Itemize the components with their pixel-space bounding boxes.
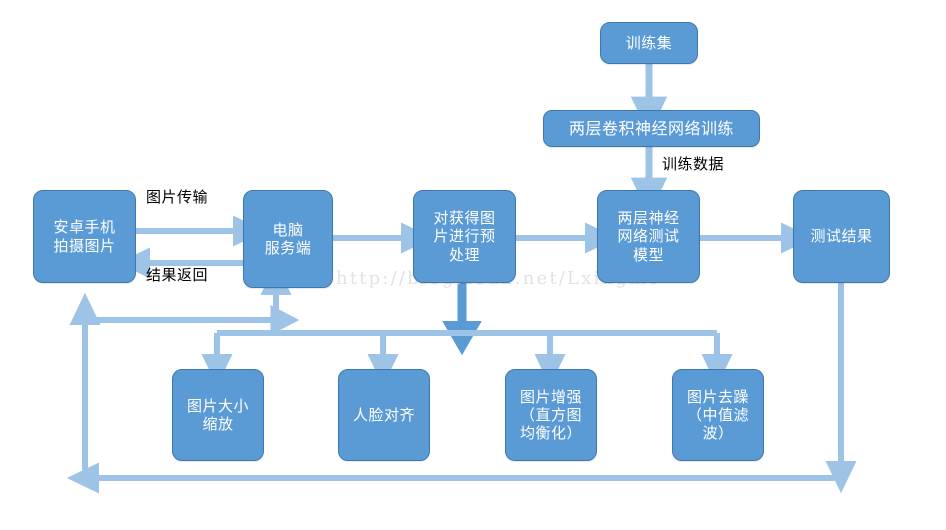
node-preprocess-line3: 处理 xyxy=(448,245,480,264)
node-image-denoise-line3: 波） xyxy=(702,424,734,443)
node-face-align[interactable]: 人脸对齐 xyxy=(338,369,430,461)
node-image-resize-line2: 缩放 xyxy=(202,415,234,433)
node-pc-server-label: 电脑 服务端 xyxy=(261,221,316,258)
node-image-denoise[interactable]: 图片去躁 （中值滤 波） xyxy=(672,369,764,461)
node-image-resize-line1: 图片大小 xyxy=(186,396,249,415)
node-test-result-label: 测试结果 xyxy=(810,227,873,246)
node-preprocess[interactable]: 对获得图 片进行预 处理 xyxy=(413,190,516,283)
node-image-enhance-label: 图片增强 （直方图 均衡化） xyxy=(516,388,586,443)
node-image-resize[interactable]: 图片大小 缩放 xyxy=(172,369,264,461)
node-image-resize-label: 图片大小 缩放 xyxy=(183,397,253,434)
node-nn-test-model[interactable]: 两层神经 网络测试 模型 xyxy=(597,190,700,283)
node-preprocess-line2: 片进行预 xyxy=(433,227,496,246)
node-android-capture-label: 安卓手机 拍摄图片 xyxy=(49,218,119,255)
node-image-enhance[interactable]: 图片增强 （直方图 均衡化） xyxy=(505,369,597,461)
node-pc-server-line2: 服务端 xyxy=(264,239,312,257)
node-test-result[interactable]: 测试结果 xyxy=(793,190,890,283)
node-cnn-training[interactable]: 两层卷积神经网络训练 xyxy=(543,110,760,147)
edge-preprocess-fanout xyxy=(201,283,733,387)
node-image-enhance-line3: 均衡化） xyxy=(519,424,582,443)
edge-label-result-return: 结果返回 xyxy=(146,266,209,284)
node-preprocess-line1: 对获得图 xyxy=(433,209,496,228)
node-nn-test-line3: 模型 xyxy=(632,245,664,264)
node-pc-server-line1: 电脑 xyxy=(272,220,304,239)
node-nn-test-line1: 两层神经 xyxy=(617,209,680,228)
node-cnn-training-label: 两层卷积神经网络训练 xyxy=(568,118,734,138)
node-image-denoise-line2: （中值滤 xyxy=(686,405,749,424)
node-preprocess-label: 对获得图 片进行预 处理 xyxy=(429,209,499,264)
node-image-denoise-line1: 图片去躁 xyxy=(686,387,749,406)
node-face-align-label: 人脸对齐 xyxy=(352,405,415,424)
edge-label-training-data: 训练数据 xyxy=(662,155,725,173)
node-nn-test-line2: 网络测试 xyxy=(617,227,680,246)
node-training-set[interactable]: 训练集 xyxy=(600,22,698,64)
node-android-capture-line1: 安卓手机 xyxy=(53,218,116,237)
edge-label-image-transfer: 图片传输 xyxy=(146,188,209,206)
node-image-enhance-line1: 图片增强 xyxy=(519,387,582,406)
node-android-capture[interactable]: 安卓手机 拍摄图片 xyxy=(33,190,136,283)
node-image-enhance-line2: （直方图 xyxy=(519,405,582,424)
node-pc-server[interactable]: 电脑 服务端 xyxy=(243,190,333,288)
node-android-capture-line2: 拍摄图片 xyxy=(53,236,116,255)
node-training-set-label: 训练集 xyxy=(625,33,673,52)
node-image-denoise-label: 图片去躁 （中值滤 波） xyxy=(683,388,753,443)
node-nn-test-model-label: 两层神经 网络测试 模型 xyxy=(613,209,683,264)
